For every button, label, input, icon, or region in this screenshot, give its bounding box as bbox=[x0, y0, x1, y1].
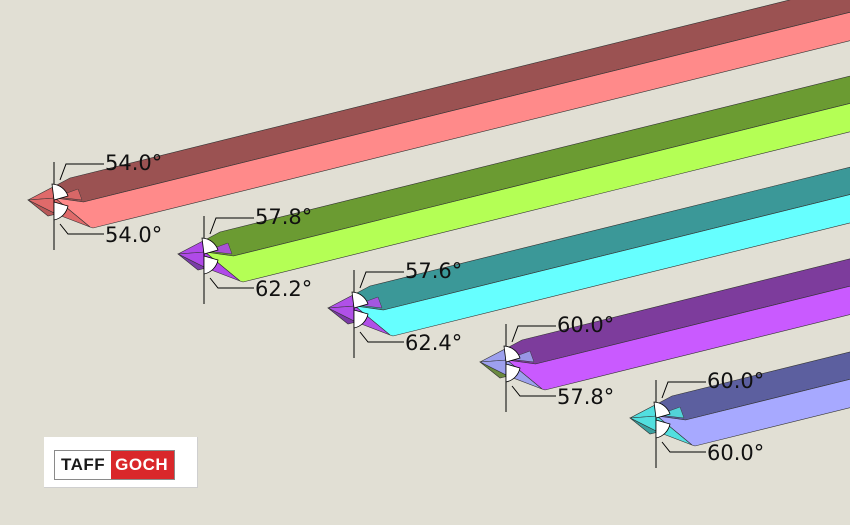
bar-top-face bbox=[52, 0, 850, 203]
angle-label-top: 57.8° bbox=[255, 205, 312, 229]
leader-line-top bbox=[661, 381, 706, 399]
bar-nose-bottom-facet bbox=[327, 307, 357, 325]
bar-5: 60.0° 60.0° bbox=[628, 351, 850, 468]
bar-nose-bottom-facet bbox=[27, 199, 57, 217]
angle-label-bottom: 54.0° bbox=[105, 223, 162, 247]
leader-line-bottom bbox=[661, 441, 706, 453]
bar-2: 57.8° 62.2° bbox=[176, 75, 850, 304]
bar-3: 57.6° 62.4° bbox=[326, 166, 850, 358]
angle-label-top: 60.0° bbox=[557, 313, 614, 337]
bar-nose-bottom-facet bbox=[479, 361, 509, 379]
bar-1: 54.0° 54.0° bbox=[26, 0, 850, 250]
angle-arc-bottom bbox=[53, 201, 69, 221]
leader-line-top bbox=[59, 163, 104, 181]
leader-line-bottom bbox=[511, 385, 556, 397]
bar-nose-bottom-facet bbox=[629, 417, 659, 435]
angle-label-top: 57.6° bbox=[405, 259, 462, 283]
angle-arc-top bbox=[201, 237, 219, 255]
angle-arc-top bbox=[351, 291, 369, 309]
angle-label-top: 54.0° bbox=[105, 151, 162, 175]
angle-arc-top bbox=[51, 183, 69, 201]
leader-line-bottom bbox=[209, 277, 254, 289]
taffgoch-logo: TAFF GOCH bbox=[44, 437, 198, 488]
angle-label-bottom: 60.0° bbox=[707, 441, 764, 465]
angle-arc-top bbox=[653, 401, 671, 419]
bar-nose-bottom-facet bbox=[177, 253, 207, 271]
angle-arc-bottom bbox=[203, 255, 219, 275]
angle-arc-bottom bbox=[655, 419, 671, 439]
leader-line-top bbox=[209, 217, 254, 235]
leader-line-top bbox=[359, 271, 404, 289]
logo-badge: TAFF GOCH bbox=[54, 450, 176, 480]
angle-label-top: 60.0° bbox=[707, 369, 764, 393]
logo-word-goch: GOCH bbox=[111, 451, 175, 479]
leader-line-top bbox=[511, 325, 556, 343]
bar-4: 60.0° 57.8° bbox=[478, 258, 850, 412]
angle-arc-bottom bbox=[353, 309, 369, 329]
angle-label-bottom: 62.4° bbox=[405, 331, 462, 355]
angle-label-bottom: 62.2° bbox=[255, 277, 312, 301]
logo-word-taff: TAFF bbox=[55, 451, 112, 479]
leader-line-bottom bbox=[59, 223, 104, 235]
angle-arc-bottom bbox=[505, 363, 521, 383]
angle-arc-top bbox=[503, 345, 521, 363]
leader-line-bottom bbox=[359, 331, 404, 343]
angle-label-bottom: 57.8° bbox=[557, 385, 614, 409]
